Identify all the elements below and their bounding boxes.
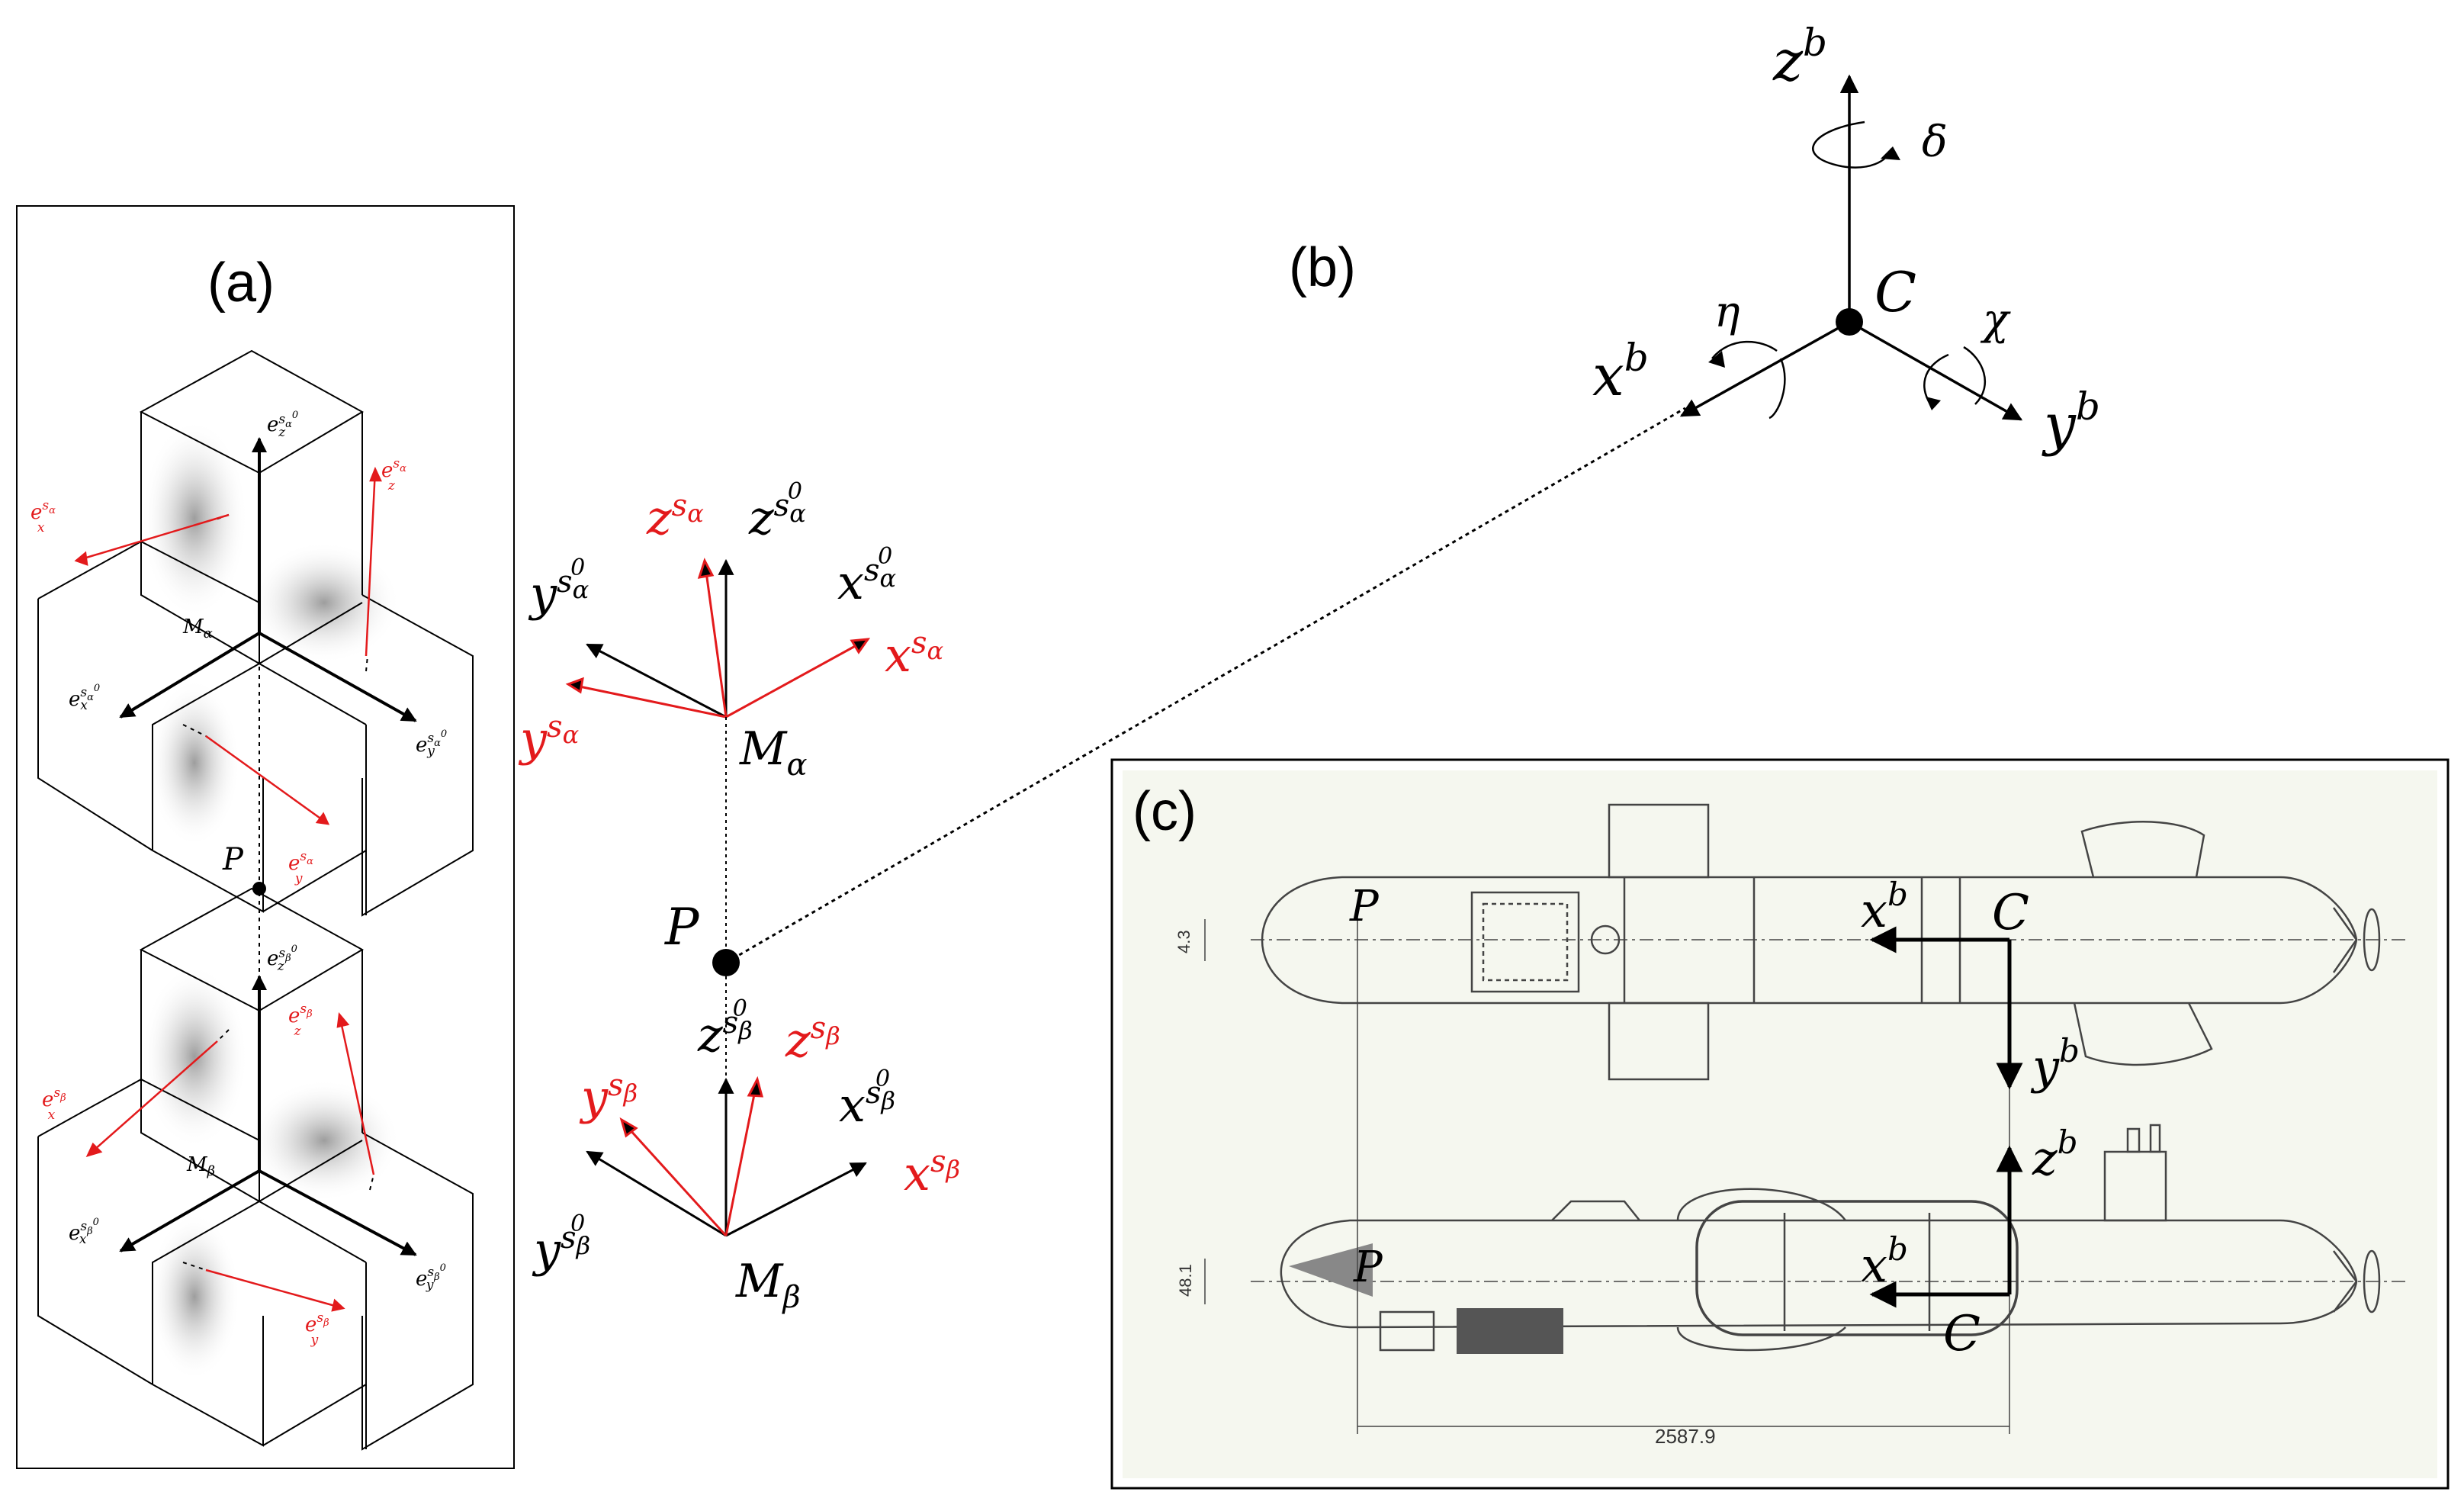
middle-frames: Mα zsα zsα0 ysα0 xsα0 xsα ysα P Mβ zsβ0 … bbox=[518, 407, 1686, 1315]
eta-rotation-icon bbox=[1768, 358, 1786, 420]
length-dimension: 2587.9 bbox=[1655, 1425, 1716, 1448]
vehicle-side-view bbox=[1251, 1124, 2410, 1354]
m-alpha-x0-label: xsα0 bbox=[837, 543, 896, 610]
m-alpha-label: Mα bbox=[739, 722, 807, 783]
side-c-label: C bbox=[1943, 1306, 1981, 1362]
m-alpha-y0-label: ysα0 bbox=[528, 555, 589, 622]
panel-a-point-dot bbox=[252, 882, 266, 895]
m-alpha-z-red-label: zsα bbox=[646, 488, 704, 545]
body-center-dot bbox=[1836, 308, 1863, 336]
top-x-label: xb bbox=[1861, 876, 1908, 938]
panel-c-drawing-background bbox=[1123, 770, 2437, 1478]
panel-c-label: (c) bbox=[1132, 781, 1197, 842]
panel-a-point-label: P bbox=[222, 842, 244, 877]
m-alpha-y-red-arrow bbox=[579, 685, 727, 719]
top-c-label: C bbox=[1992, 885, 2029, 941]
lower-ez-red-arrow bbox=[338, 1014, 375, 1175]
upper-frame-axes bbox=[119, 437, 417, 885]
point-p-label: P bbox=[664, 898, 700, 957]
m-beta-red-axes bbox=[619, 1076, 763, 1237]
upper-ey0-arrow bbox=[259, 632, 417, 722]
m-beta-x0-arrow bbox=[725, 1162, 867, 1237]
delta-label: δ bbox=[1922, 117, 1948, 167]
upper-red-axes bbox=[74, 466, 382, 825]
body-y-arrow bbox=[1849, 320, 2023, 421]
panel-b-label: (b) bbox=[1289, 237, 1356, 298]
m-beta-y0-label: ysβ0 bbox=[532, 1211, 590, 1278]
top-p-label: P bbox=[1349, 882, 1380, 931]
lower-origin-label: Mβ bbox=[186, 1153, 215, 1179]
side-z-label: zb bbox=[2032, 1124, 2078, 1186]
m-alpha-x-red-arrow bbox=[725, 643, 859, 719]
m-beta-black-axes bbox=[586, 1077, 867, 1237]
body-center-label: C bbox=[1875, 260, 1916, 324]
vehicle-top-view bbox=[1251, 803, 2410, 1081]
lower-cube-cluster bbox=[37, 887, 474, 1451]
side-view-dimension: 48.1 bbox=[1176, 1264, 1195, 1297]
m-alpha-red-axes bbox=[565, 558, 871, 719]
side-x-label: xb bbox=[1861, 1230, 1908, 1293]
m-beta-x-red-label: xsβ bbox=[904, 1144, 960, 1201]
upper-ex-red-arrow bbox=[75, 513, 230, 562]
panel-a-label: (a) bbox=[207, 252, 275, 313]
m-beta-z0-label: zsβ0 bbox=[697, 995, 753, 1063]
m-beta-y-red-label: ysβ bbox=[579, 1068, 638, 1125]
m-alpha-z-red-arrow bbox=[705, 571, 728, 718]
lower-frame-axes bbox=[119, 892, 417, 1271]
m-beta-y0-arrow bbox=[586, 1150, 727, 1237]
upper-ey-red-arrow bbox=[205, 735, 329, 825]
m-beta-z-red-arrow bbox=[724, 1090, 757, 1236]
top-view-dimension: 4.3 bbox=[1174, 930, 1193, 953]
upper-origin-label: Mα bbox=[182, 616, 213, 641]
m-alpha-y-red-label: ysα bbox=[518, 709, 579, 767]
lower-ey0-arrow bbox=[259, 1169, 417, 1256]
upper-cube-cluster bbox=[37, 349, 474, 917]
chi-rotation-icon bbox=[1963, 346, 1987, 405]
body-z-label: zb bbox=[1772, 21, 1827, 94]
chi-label: χ bbox=[1980, 295, 2011, 345]
body-x-label: xb bbox=[1592, 336, 1649, 409]
upper-ez-red-arrow bbox=[365, 468, 377, 657]
lower-ex-red-arrow bbox=[87, 1040, 218, 1156]
p-to-body-dotted-line bbox=[725, 407, 1686, 964]
m-alpha-black-axes bbox=[586, 558, 734, 719]
m-beta-y-red-arrow bbox=[628, 1127, 728, 1237]
panel-c-axes bbox=[1869, 926, 2023, 1308]
body-x-arrow bbox=[1679, 320, 1850, 417]
m-beta-label: Mβ bbox=[735, 1255, 801, 1315]
m-alpha-z0-label: zsα0 bbox=[748, 478, 806, 545]
panel-b: (b) C zb xb yb η χ δ bbox=[1289, 21, 2100, 458]
lower-ey-red-arrow bbox=[205, 1268, 344, 1310]
top-y-label: yb bbox=[2030, 1032, 2080, 1095]
lower-red-axes bbox=[85, 1012, 375, 1312]
lower-ex0-arrow bbox=[119, 1169, 260, 1252]
m-alpha-x-red-label: xsα bbox=[885, 625, 943, 683]
m-beta-x0-label: xsβ0 bbox=[839, 1066, 895, 1133]
delta-rotation-icon bbox=[1812, 121, 1893, 169]
side-p-label: P bbox=[1353, 1243, 1383, 1292]
upper-ex0-arrow bbox=[119, 632, 261, 719]
panel-a: (a) bbox=[16, 205, 515, 1469]
m-beta-z-red-label: zsβ bbox=[785, 1011, 840, 1068]
body-y-label: yb bbox=[2042, 384, 2100, 458]
eta-label: η bbox=[1714, 288, 1740, 337]
m-alpha-y0-arrow bbox=[586, 643, 727, 719]
panel-c: (c) bbox=[1110, 758, 2450, 1490]
panel-a-frame bbox=[16, 205, 515, 1469]
